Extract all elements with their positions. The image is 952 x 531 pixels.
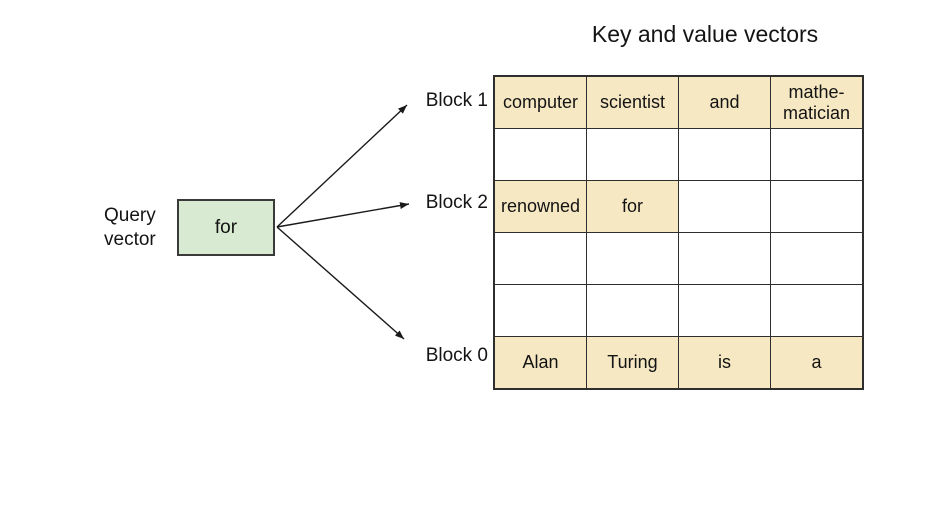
table-cell: computer xyxy=(493,75,587,129)
table-cell xyxy=(769,232,864,285)
block-1-label: Block 1 xyxy=(425,90,488,111)
query-vector-box: for xyxy=(177,199,275,256)
block-2-label: Block 2 xyxy=(425,192,488,213)
table-cell xyxy=(677,128,771,181)
arrow-to-block-1-icon xyxy=(276,104,408,228)
table-cell xyxy=(769,284,864,337)
table-cell xyxy=(585,284,679,337)
table-cell xyxy=(769,180,864,233)
table-cell: renowned xyxy=(493,180,587,233)
table-cell xyxy=(585,128,679,181)
query-token-text: for xyxy=(214,216,238,238)
table-cell: and xyxy=(677,75,771,129)
table-cell xyxy=(493,128,587,181)
table-cell xyxy=(677,180,771,233)
table-cell: Alan xyxy=(493,336,587,390)
table-cell xyxy=(769,128,864,181)
table-cell: Turing xyxy=(585,336,679,390)
query-vector-label: Query vector xyxy=(104,205,156,250)
block-0-label: Block 0 xyxy=(425,345,488,366)
table-cell xyxy=(493,284,587,337)
arrow-to-block-0-icon xyxy=(276,226,405,340)
table-row-empty xyxy=(493,284,864,337)
table-row-empty xyxy=(493,128,864,181)
table-row-empty xyxy=(493,232,864,285)
table-cell: mathe- matician xyxy=(769,75,864,129)
table-cell xyxy=(493,232,587,285)
table-cell: scientist xyxy=(585,75,679,129)
table-cell: is xyxy=(677,336,771,390)
table-cell xyxy=(585,232,679,285)
table-cell xyxy=(677,232,771,285)
diagram-title: Key and value vectors xyxy=(591,21,819,47)
table-cell: a xyxy=(769,336,864,390)
table-cell xyxy=(677,284,771,337)
table-cell: for xyxy=(585,180,679,233)
arrow-to-block-2-icon xyxy=(276,202,410,228)
